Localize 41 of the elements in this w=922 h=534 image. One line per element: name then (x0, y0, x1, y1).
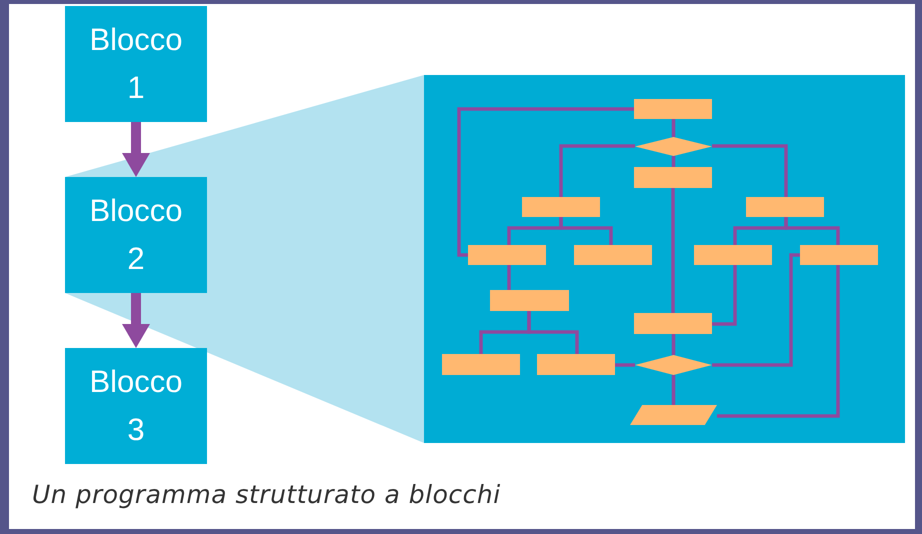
process-box (574, 245, 652, 265)
connector-line (712, 265, 737, 326)
process-box (634, 99, 712, 119)
connector-line (712, 253, 800, 367)
caption: Un programma strutturato a blocchi (32, 479, 501, 511)
block-box (65, 177, 207, 293)
decision-diamond (635, 137, 712, 156)
block-box (65, 6, 207, 122)
block-label: Blocco 2 (88, 192, 184, 278)
connector-line (672, 334, 676, 355)
io-parallelogram (630, 405, 717, 425)
connector-line (672, 375, 676, 405)
connector-line (507, 265, 511, 290)
connector-line (457, 107, 634, 257)
arrow (122, 122, 150, 177)
block-label: Blocco 1 (88, 21, 184, 107)
process-box (468, 245, 546, 265)
process-box (490, 290, 569, 311)
process-box (694, 245, 772, 265)
process-box (746, 197, 824, 217)
process-box (634, 313, 712, 334)
flowchart-panel (424, 75, 905, 443)
decision-diamond (635, 355, 712, 375)
process-box (634, 167, 712, 188)
process-box (442, 354, 520, 375)
connector-line (784, 217, 840, 245)
arrow (122, 293, 150, 348)
process-box (800, 245, 878, 265)
block-box (65, 348, 207, 464)
connector-line (615, 363, 635, 367)
connector-line (527, 311, 579, 354)
connector-line (672, 119, 676, 137)
connector-line (712, 144, 788, 197)
connector-line (559, 217, 613, 245)
connector-line (671, 188, 675, 313)
block-label: Blocco 3 (88, 363, 184, 449)
process-box (537, 354, 615, 375)
process-box (522, 197, 600, 217)
connector-line (717, 265, 840, 418)
connector-line (559, 144, 635, 197)
connector-line (672, 156, 676, 167)
